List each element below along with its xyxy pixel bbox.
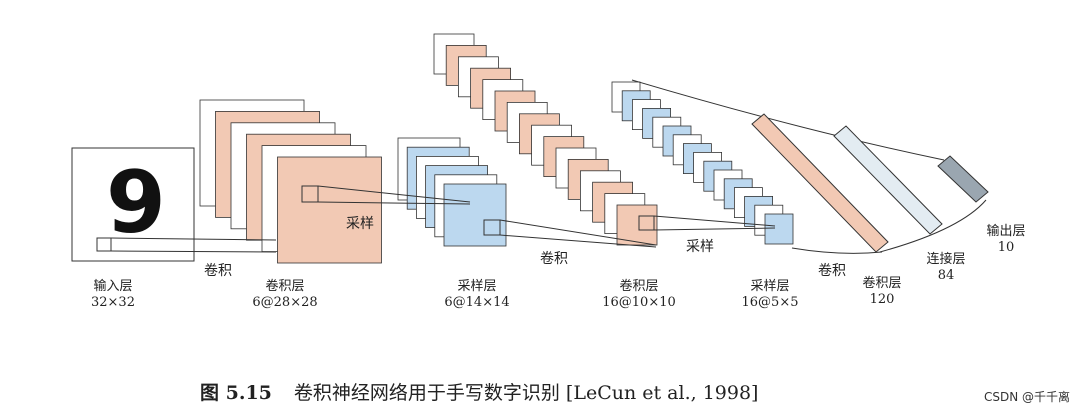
c3-kernel-window	[638, 215, 655, 231]
input-image: 9	[71, 147, 195, 262]
output-layer	[937, 155, 989, 203]
label-c1: 卷积层 6@28×28	[240, 279, 330, 311]
label-f6-name: 连接层	[926, 252, 966, 267]
watermark: CSDN @千千离	[983, 390, 1070, 404]
figure-caption: 图 5.15 卷积神经网络用于手写数字识别 [LeCun et al., 1998…	[200, 378, 758, 405]
s4-feature-maps	[611, 81, 794, 245]
label-c3-name: 卷积层	[619, 279, 659, 294]
op-conv1: 卷积	[204, 263, 232, 279]
f6-layer	[833, 125, 943, 235]
label-f6-size: 84	[937, 268, 955, 283]
c1-feature-maps	[199, 99, 382, 264]
label-output: 输出层 10	[976, 224, 1036, 256]
c5-layer	[751, 113, 889, 253]
s2-plane	[443, 183, 507, 247]
c3-feature-maps	[433, 33, 658, 246]
label-f6: 连接层 84	[916, 252, 976, 284]
figure-number: 图 5.15	[200, 382, 272, 404]
label-s2: 采样层 6@14×14	[432, 279, 522, 311]
c3-plane	[616, 204, 658, 246]
label-c1-name: 卷积层	[265, 279, 305, 294]
label-c5-size: 120	[869, 292, 895, 307]
label-output-size: 10	[997, 240, 1015, 255]
label-c5-name: 卷积层	[862, 276, 902, 291]
label-c1-size: 6@28×28	[252, 295, 318, 310]
label-s4: 采样层 16@5×5	[730, 279, 810, 311]
label-s2-name: 采样层	[457, 279, 497, 294]
op-conv2: 卷积	[540, 251, 568, 267]
label-c3: 卷积层 16@10×10	[594, 279, 684, 311]
figure-caption-text: 卷积神经网络用于手写数字识别 [LeCun et al., 1998]	[293, 382, 759, 404]
op-pool2: 采样	[686, 239, 714, 255]
op-pool1: 采样	[346, 216, 374, 232]
label-input-name: 输入层	[93, 279, 133, 294]
input-kernel-window	[96, 237, 112, 252]
input-digit: 9	[106, 153, 166, 253]
s2-kernel-window	[483, 219, 501, 236]
label-c3-size: 16@10×10	[602, 295, 676, 310]
label-output-name: 输出层	[986, 224, 1026, 239]
label-c5: 卷积层 120	[852, 276, 912, 308]
c1-plane	[277, 156, 382, 264]
label-input-size: 32×32	[91, 295, 135, 310]
label-s4-name: 采样层	[750, 279, 790, 294]
s4-plane	[764, 213, 794, 245]
connection-lines	[110, 79, 987, 254]
s2-feature-maps	[397, 137, 507, 247]
label-input: 输入层 32×32	[78, 279, 148, 311]
label-s2-size: 6@14×14	[444, 295, 510, 310]
op-conv3: 卷积	[818, 263, 846, 279]
label-s4-size: 16@5×5	[741, 295, 799, 310]
c1-kernel-window	[301, 185, 319, 203]
